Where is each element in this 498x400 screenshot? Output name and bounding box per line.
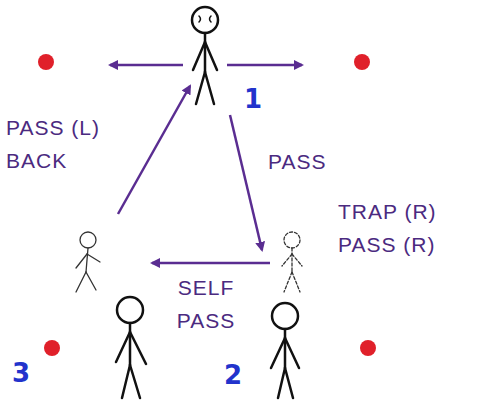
moved-figure	[76, 232, 100, 292]
cone-markers	[38, 54, 376, 356]
callout-number: 1	[244, 86, 262, 112]
note-label: PASS (L) BACK	[6, 112, 114, 177]
player-figure	[271, 303, 299, 398]
callout-number: 2	[224, 362, 242, 388]
moved-figure	[282, 232, 302, 292]
note-label: TRAP (R) PASS (R)	[338, 196, 460, 261]
player-figure	[116, 297, 146, 398]
callout-number: 3	[12, 360, 30, 386]
note-label: PASS	[268, 146, 326, 179]
note-label: SELF PASS	[156, 272, 256, 337]
player-figure	[192, 7, 218, 104]
